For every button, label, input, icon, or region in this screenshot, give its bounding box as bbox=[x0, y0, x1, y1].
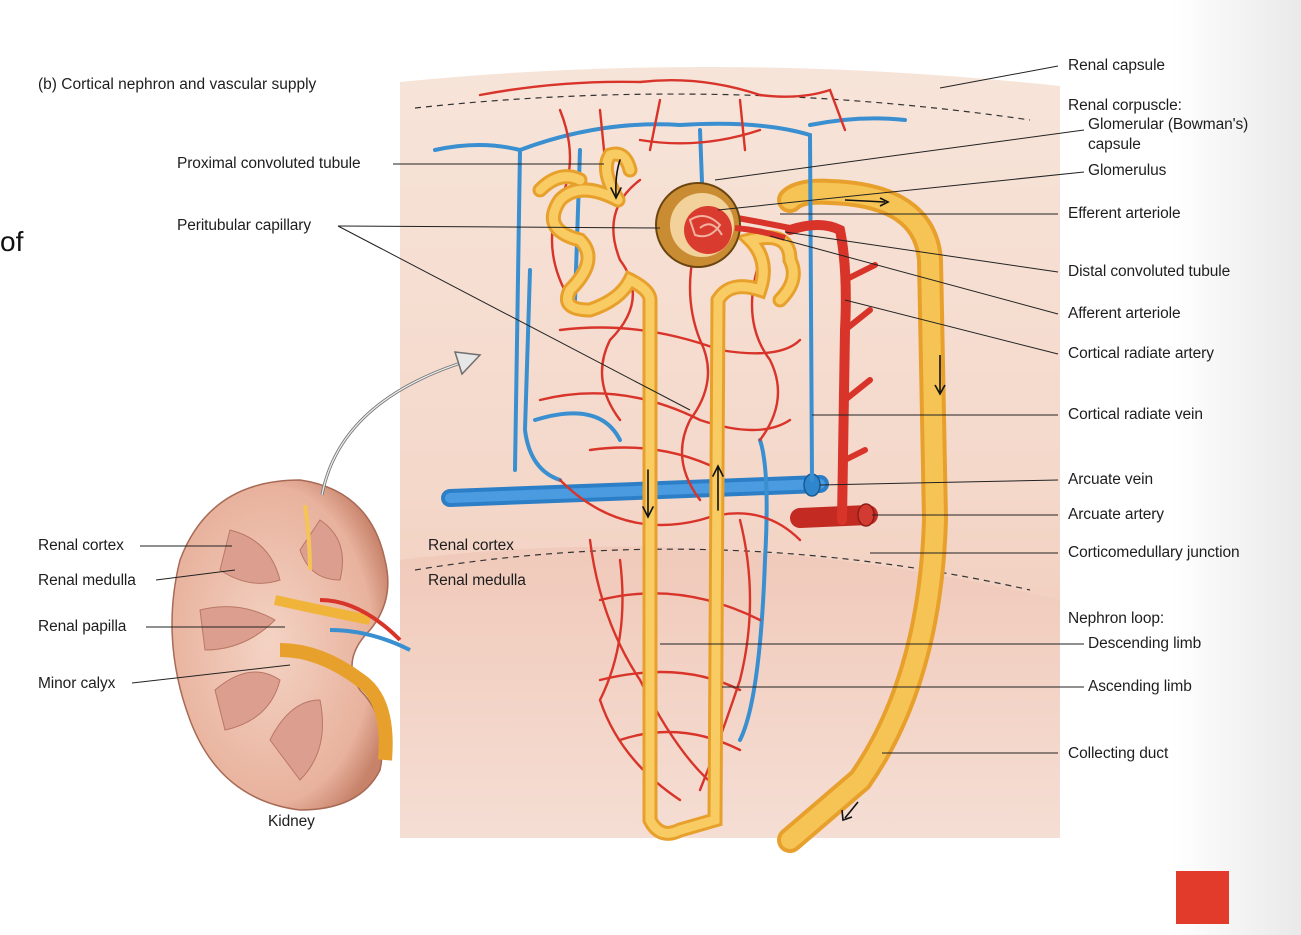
label-renal-capsule: Renal capsule bbox=[1068, 57, 1165, 74]
label-renal-cortex-inner: Renal cortex bbox=[428, 537, 514, 554]
label-arcuate-artery: Arcuate artery bbox=[1068, 506, 1164, 523]
leader-lines bbox=[131, 65, 1085, 754]
capsule-dashed-line bbox=[414, 93, 1031, 121]
label-glomerulus: Glomerulus bbox=[1088, 162, 1167, 179]
label-efferent-arteriole: Efferent arteriole bbox=[1068, 205, 1181, 222]
label-nephron-loop: Nephron loop: bbox=[1068, 610, 1165, 627]
collecting-duct bbox=[777, 178, 949, 853]
label-ascending-limb: Ascending limb bbox=[1088, 678, 1192, 695]
page-shade bbox=[1171, 0, 1301, 935]
label-glomerular-capsule-line2: capsule bbox=[1088, 136, 1141, 153]
arteries bbox=[478, 78, 878, 802]
label-peritubular-capillary: Peritubular capillary bbox=[177, 217, 312, 234]
figure-caption: (b) Cortical nephron and vascular supply bbox=[38, 76, 317, 93]
label-kidney: Kidney bbox=[268, 813, 315, 830]
slide-text-fragment: of bbox=[0, 226, 24, 257]
label-afferent-arteriole: Afferent arteriole bbox=[1068, 305, 1181, 322]
renal-corpuscle bbox=[655, 182, 786, 268]
label-cortical-radiate-vein: Cortical radiate vein bbox=[1068, 406, 1203, 423]
label-renal-medulla-kidney: Renal medulla bbox=[38, 572, 136, 589]
label-renal-medulla-inner: Renal medulla bbox=[428, 572, 526, 589]
label-corticomedullary-junction: Corticomedullary junction bbox=[1068, 544, 1240, 561]
label-renal-corpuscle: Renal corpuscle: bbox=[1068, 97, 1182, 114]
label-proximal-convoluted-tubule: Proximal convoluted tubule bbox=[177, 155, 361, 172]
veins bbox=[433, 116, 907, 742]
label-cortical-radiate-artery: Cortical radiate artery bbox=[1068, 345, 1214, 362]
label-descending-limb: Descending limb bbox=[1088, 635, 1202, 652]
tissue-background bbox=[400, 66, 1060, 839]
label-renal-cortex-kidney: Renal cortex bbox=[38, 537, 124, 554]
label-renal-papilla: Renal papilla bbox=[38, 618, 127, 635]
label-arcuate-vein: Arcuate vein bbox=[1068, 471, 1153, 488]
label-distal-convoluted-tubule: Distal convoluted tubule bbox=[1068, 263, 1231, 280]
nephron-tubules bbox=[532, 146, 801, 841]
slide-accent-square bbox=[1176, 871, 1229, 924]
label-minor-calyx: Minor calyx bbox=[38, 675, 116, 692]
kidney-inset bbox=[171, 351, 482, 811]
label-glomerular-capsule-line1: Glomerular (Bowman's) bbox=[1088, 116, 1249, 133]
label-collecting-duct: Collecting duct bbox=[1068, 745, 1169, 762]
